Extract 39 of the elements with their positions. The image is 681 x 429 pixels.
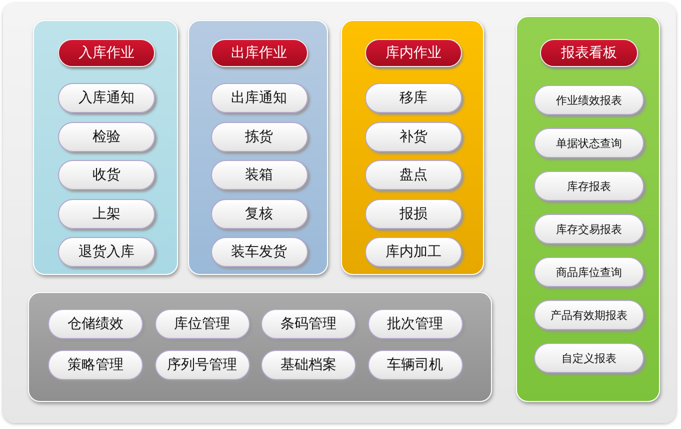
menu-item: 复核: [210, 198, 308, 228]
menu-item: 条码管理: [261, 309, 356, 339]
menu-item: 自定义报表: [534, 343, 644, 373]
menu-item: 上架: [58, 198, 155, 228]
menu-item: 拣货: [210, 122, 308, 152]
panel: [516, 16, 660, 402]
menu-item: 基础档案: [261, 350, 356, 380]
menu-item: 收货: [58, 160, 155, 190]
menu-item: 装箱: [210, 160, 308, 190]
menu-item: 策略管理: [48, 350, 143, 380]
menu-item: 出库通知: [210, 83, 308, 113]
menu-item: 移库: [365, 83, 462, 113]
panel-header: 报表看板: [540, 39, 638, 67]
panel: [33, 20, 178, 275]
menu-item: 库位管理: [154, 309, 250, 339]
menu-item: 库存交易报表: [534, 214, 644, 244]
panel-header: 库内作业: [365, 39, 462, 67]
panel-header: 出库作业: [210, 39, 308, 67]
menu-item: 补货: [365, 122, 462, 152]
menu-item: 车辆司机: [368, 350, 462, 380]
menu-item: 序列号管理: [154, 350, 250, 380]
menu-item: 库存报表: [534, 171, 644, 201]
menu-item: 装车发货: [210, 237, 308, 267]
menu-item: 商品库位查询: [534, 257, 644, 287]
menu-item: 报损: [365, 198, 462, 228]
panel: [341, 20, 484, 275]
menu-item: 盘点: [365, 160, 462, 190]
menu-item: 检验: [58, 122, 155, 152]
panel: [188, 20, 328, 275]
menu-item: 库内加工: [365, 237, 462, 267]
menu-item: 仓储绩效: [48, 309, 143, 339]
menu-item: 单据状态查询: [534, 128, 644, 158]
menu-item: 批次管理: [368, 309, 462, 339]
menu-item: 产品有效期报表: [534, 300, 644, 330]
menu-item: 作业绩效报表: [534, 85, 644, 115]
menu-item: 入库通知: [58, 83, 155, 113]
menu-item: 退货入库: [58, 237, 155, 267]
panel: [28, 292, 492, 402]
panel-header: 入库作业: [58, 39, 155, 67]
